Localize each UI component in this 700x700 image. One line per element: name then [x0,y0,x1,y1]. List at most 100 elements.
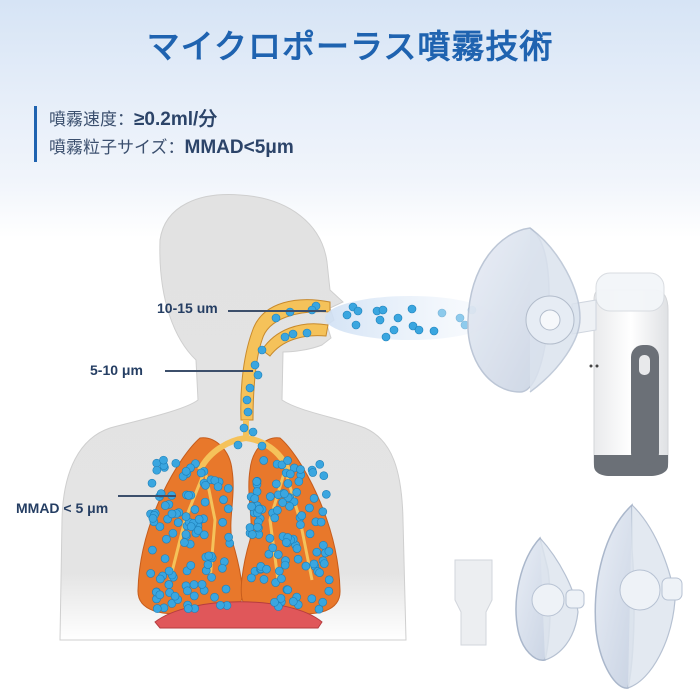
medicine-cup [595,272,665,312]
particle [200,497,210,507]
particle [167,509,177,519]
particle [257,441,267,451]
particle [324,547,334,556]
particle [254,504,264,514]
particle [180,538,189,547]
particle [289,597,298,606]
particle [301,561,311,571]
particle [309,559,319,569]
particle [218,563,227,573]
particle [280,332,290,342]
particle [252,477,261,486]
particle [305,529,315,539]
leader-line [118,495,176,497]
particle [429,326,439,336]
particle [271,313,281,323]
particle [186,522,196,531]
particle [315,568,324,577]
particle [302,328,312,338]
particle [247,502,256,511]
particle [265,533,275,543]
particle [173,518,183,527]
particle [155,590,165,600]
label-lungs: MMAD < 5 μm [16,500,109,516]
spec-label: 噴霧速度： [49,110,134,130]
particle [153,604,162,613]
particle [316,517,326,527]
particle [305,503,314,513]
side-grip [631,345,659,465]
particle [292,488,301,497]
particles [146,301,334,614]
particle [189,591,199,601]
particle [455,313,465,323]
particle [324,586,334,596]
particle [159,455,168,465]
particle [194,515,204,524]
particle [190,505,200,514]
particle [292,544,302,553]
particle [315,460,325,469]
particle [164,566,174,576]
particle [248,530,257,539]
particle [224,504,233,514]
particle [268,543,277,553]
particle [233,440,243,450]
spec-value: MMAD<5μm [184,137,294,158]
label-upper-airway: 10-15 um [157,300,218,316]
particle [170,591,180,601]
mist-stream [325,296,495,340]
particle [207,573,216,582]
spec-label: 噴霧粒子サイズ： [49,138,185,158]
particle [262,564,271,574]
particle [247,573,256,583]
spec-spray-rate: 噴霧速度：≥0.2ml/分 [49,106,294,134]
particle [319,559,329,568]
particle [266,492,275,501]
particle [164,580,174,589]
particle [183,604,193,613]
particle [181,530,191,539]
particle [147,478,157,488]
page-title: マイクロポーラス噴霧技術 [146,27,554,66]
particle [242,395,252,405]
particle [276,594,286,603]
particle [171,458,181,468]
particle [168,528,178,538]
particle [408,321,418,331]
particle [250,494,259,503]
particle [393,313,403,323]
particle [318,507,328,516]
particle [199,530,209,540]
particle [216,600,225,610]
particle [280,560,290,570]
particle [148,514,158,523]
particle [283,479,293,488]
particle [282,538,291,547]
particle [283,585,293,595]
accessory-child-mask [515,536,585,661]
particle [319,471,329,481]
particle [250,360,260,370]
particle [245,383,255,393]
mist-particles [342,302,477,342]
particle [257,345,267,355]
power-button [639,355,650,375]
particle [283,456,292,465]
particle [381,332,391,342]
particle [353,306,363,316]
particle [277,574,286,583]
particle [264,549,274,559]
particle [184,491,193,500]
particle [288,329,298,339]
particle [259,456,269,465]
particle [280,489,289,499]
particle [307,594,317,603]
particle [275,566,284,576]
particle [294,477,304,486]
particle [193,526,203,535]
particle [414,325,424,335]
particle [273,550,283,559]
particle [189,580,199,589]
